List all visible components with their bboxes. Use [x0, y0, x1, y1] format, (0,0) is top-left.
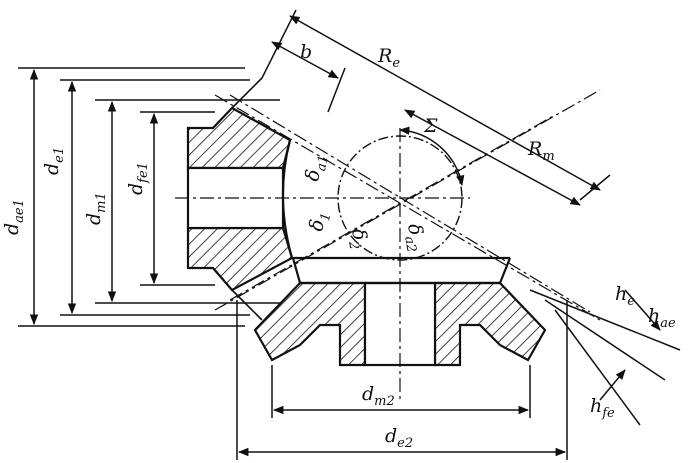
label-Sigma: Σ	[423, 115, 438, 137]
pinion-gear	[186, 77, 294, 321]
label-dm1: dm1	[83, 192, 109, 225]
pinion-upper-section	[186, 106, 292, 170]
label-Re: Re	[377, 45, 400, 71]
pinion-lower-section	[186, 226, 294, 292]
label-he: he	[615, 283, 635, 309]
label-delta-a2: δa2	[399, 222, 429, 254]
label-hae: hae	[648, 305, 676, 331]
label-delta-a1: δa1	[301, 152, 331, 184]
wheel-right-section	[433, 281, 547, 367]
label-dfe1: dfe1	[125, 162, 151, 195]
label-b: b	[300, 41, 312, 63]
wheel-left-section	[253, 281, 367, 367]
label-dae1: dae1	[1, 199, 27, 235]
label-Rm: Rm	[527, 138, 555, 164]
label-hfe: hfe	[590, 395, 615, 421]
label-dm2: dm2	[362, 383, 395, 409]
label-delta-1: δ1	[305, 210, 334, 234]
dimension-lines	[18, 9, 681, 460]
label-de2: de2	[385, 425, 413, 451]
label-de1: de1	[41, 147, 67, 175]
label-delta-2: δ2	[343, 227, 372, 251]
